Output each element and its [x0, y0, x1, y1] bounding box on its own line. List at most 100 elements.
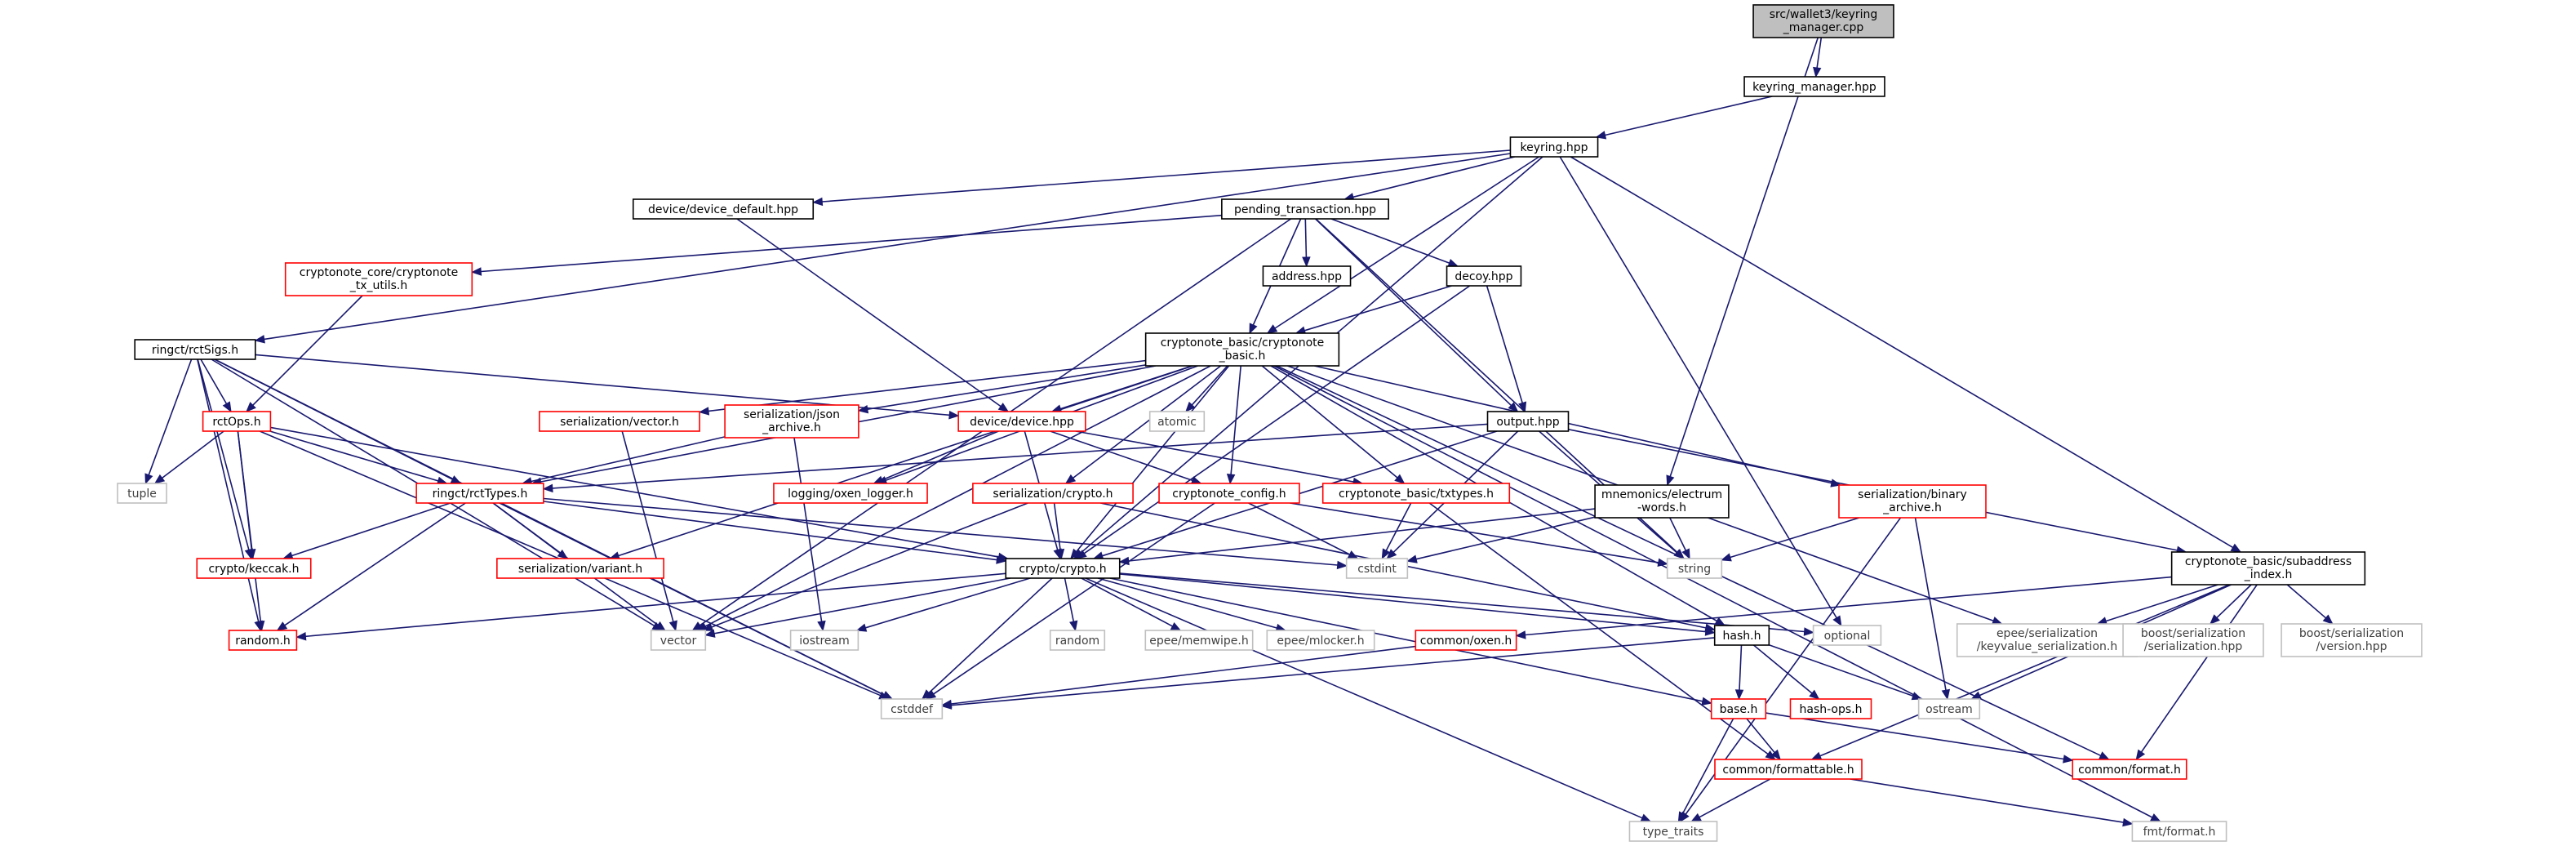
- node-tuple: tuple: [117, 483, 167, 504]
- arrowhead: [704, 629, 716, 638]
- arrowhead: [153, 474, 166, 484]
- node-box: [2170, 551, 2366, 586]
- edge-ser-crypto-to-vector: [702, 502, 1028, 631]
- edge-line: [1081, 577, 1173, 627]
- edge-ser-binary-to-ostream: [1914, 517, 1951, 701]
- node-label: serialization/variant.h: [518, 563, 642, 576]
- node-ser-binary[interactable]: serialization/binary_archive.h: [1838, 484, 1987, 519]
- edge-rctOps-to-rctTypes: [269, 430, 448, 485]
- node-common-oxen[interactable]: common/oxen.h: [1415, 630, 1517, 651]
- node-label: keyring.hpp: [1520, 141, 1588, 154]
- edge-line: [1914, 517, 1947, 691]
- node-txtypes[interactable]: cryptonote_basic/txtypes.h: [1321, 483, 1511, 504]
- node-box: [1628, 821, 1718, 842]
- node-formattable[interactable]: common/formattable.h: [1714, 759, 1863, 780]
- node-box: [1415, 630, 1517, 651]
- node-ser-crypto[interactable]: serialization/crypto.h: [972, 483, 1134, 504]
- node-keccak[interactable]: crypto/keccak.h: [196, 558, 312, 579]
- edge-line: [162, 430, 224, 479]
- node-logging[interactable]: logging/oxen_logger.h: [773, 483, 928, 504]
- node-pending-tx[interactable]: pending_transaction.hpp: [1221, 198, 1389, 220]
- edge-line: [237, 430, 262, 622]
- edge-line: [499, 502, 885, 696]
- edge-hash-to-hash-ops: [1752, 644, 1820, 700]
- edge-line: [1730, 517, 1860, 559]
- edge-subaddr-to-boost-ver: [2286, 584, 2334, 625]
- edge-line: [1525, 576, 2172, 636]
- node-ser-variant[interactable]: serialization/variant.h: [496, 558, 664, 579]
- arrowhead: [1832, 615, 1842, 627]
- node-keyring[interactable]: keyring.hpp: [1509, 136, 1599, 158]
- node-rctOps[interactable]: rctOps.h: [202, 411, 272, 432]
- node-box: [2122, 623, 2264, 657]
- node-tx-utils[interactable]: cryptonote_core/cryptonote_tx_utils.h: [284, 262, 473, 296]
- node-label: boost/serialization: [2299, 627, 2404, 640]
- arrowhead: [1069, 620, 1078, 632]
- edge-cn-basic-to-txtypes: [1261, 365, 1406, 484]
- node-cn-basic[interactable]: cryptonote_basic/cryptonote_basic.h: [1144, 332, 1340, 367]
- edge-line: [1076, 365, 1230, 553]
- arrowhead: [873, 475, 885, 484]
- edge-line: [197, 358, 260, 622]
- edge-cn-basic-to-atomic: [1185, 365, 1228, 412]
- node-device[interactable]: device/device.hpp: [957, 411, 1086, 432]
- arrowhead: [246, 402, 256, 412]
- edge-line: [1109, 577, 1703, 702]
- edge-line: [865, 577, 1031, 629]
- node-ser-json[interactable]: serialization/json_archive.h: [724, 404, 859, 439]
- node-hash[interactable]: hash.h: [1713, 625, 1770, 646]
- node-crypto[interactable]: crypto/crypto.h: [1005, 558, 1121, 579]
- node-hash-ops[interactable]: hash-ops.h: [1789, 698, 1872, 719]
- node-keyring-manager[interactable]: keyring_manager.hpp: [1743, 76, 1885, 97]
- edge-formattable-to-type-traits: [1690, 778, 1771, 822]
- edge-line: [822, 149, 1511, 203]
- arrowhead: [1249, 323, 1258, 335]
- node-box: [228, 630, 298, 651]
- node-address[interactable]: address.hpp: [1262, 265, 1352, 287]
- node-label: iostream: [799, 634, 850, 648]
- edge-crypto-to-hash: [1119, 573, 1717, 636]
- node-label: /serialization.hpp: [2144, 640, 2243, 653]
- node-root[interactable]: src/wallet3/keyring_manager.cpp: [1752, 4, 1894, 38]
- arrowhead: [1170, 622, 1182, 631]
- node-common-format[interactable]: common/format.h: [2072, 759, 2187, 780]
- node-box: [1321, 483, 1511, 504]
- edge-txtypes-to-cstdint: [1381, 502, 1412, 560]
- node-rctTypes[interactable]: ringct/rctTypes.h: [415, 483, 544, 504]
- edge-line: [1570, 156, 2234, 549]
- node-label: address.hpp: [1272, 270, 1342, 283]
- node-box: [1158, 483, 1300, 504]
- node-output[interactable]: output.hpp: [1486, 411, 1570, 432]
- edge-line: [197, 358, 250, 550]
- node-label: ringct/rctTypes.h: [433, 488, 528, 501]
- edge-line: [1304, 285, 1452, 332]
- edge-rctTypes-to-random-h: [276, 502, 466, 631]
- arrowhead: [811, 197, 824, 207]
- node-label: crypto/crypto.h: [1019, 563, 1106, 576]
- node-box: [1713, 625, 1770, 646]
- node-box: [134, 339, 256, 360]
- node-label: serialization/json: [744, 408, 840, 421]
- node-base[interactable]: base.h: [1710, 698, 1767, 719]
- node-label: ringct/rctSigs.h: [152, 344, 238, 357]
- arrowhead: [542, 483, 553, 493]
- node-random-h[interactable]: random.h: [228, 630, 298, 651]
- node-cn-config[interactable]: cryptonote_config.h: [1158, 483, 1300, 504]
- node-mnemonics[interactable]: mnemonics/electrum-words.h: [1594, 484, 1730, 519]
- node-label: hash-ops.h: [1800, 703, 1863, 716]
- arrowhead: [997, 403, 1010, 412]
- arrowhead: [1518, 401, 1527, 413]
- node-device-default[interactable]: device/device_default.hpp: [632, 198, 815, 220]
- node-subaddr[interactable]: cryptonote_basic/subaddress_index.h: [2170, 551, 2366, 586]
- node-ser-vector[interactable]: serialization/vector.h: [539, 411, 700, 432]
- edge-line: [711, 502, 1028, 628]
- arrowhead: [1941, 688, 1951, 701]
- edge-tx-utils-to-rctOps: [246, 295, 363, 412]
- edge-line: [1752, 644, 1813, 694]
- node-decoy[interactable]: decoy.hpp: [1446, 265, 1522, 287]
- node-label: logging/oxen_logger.h: [788, 488, 913, 501]
- node-rctSigs[interactable]: ringct/rctSigs.h: [134, 339, 256, 360]
- arrowhead: [655, 621, 666, 631]
- node-random: random: [1049, 630, 1106, 651]
- arrowhead: [1809, 689, 1820, 700]
